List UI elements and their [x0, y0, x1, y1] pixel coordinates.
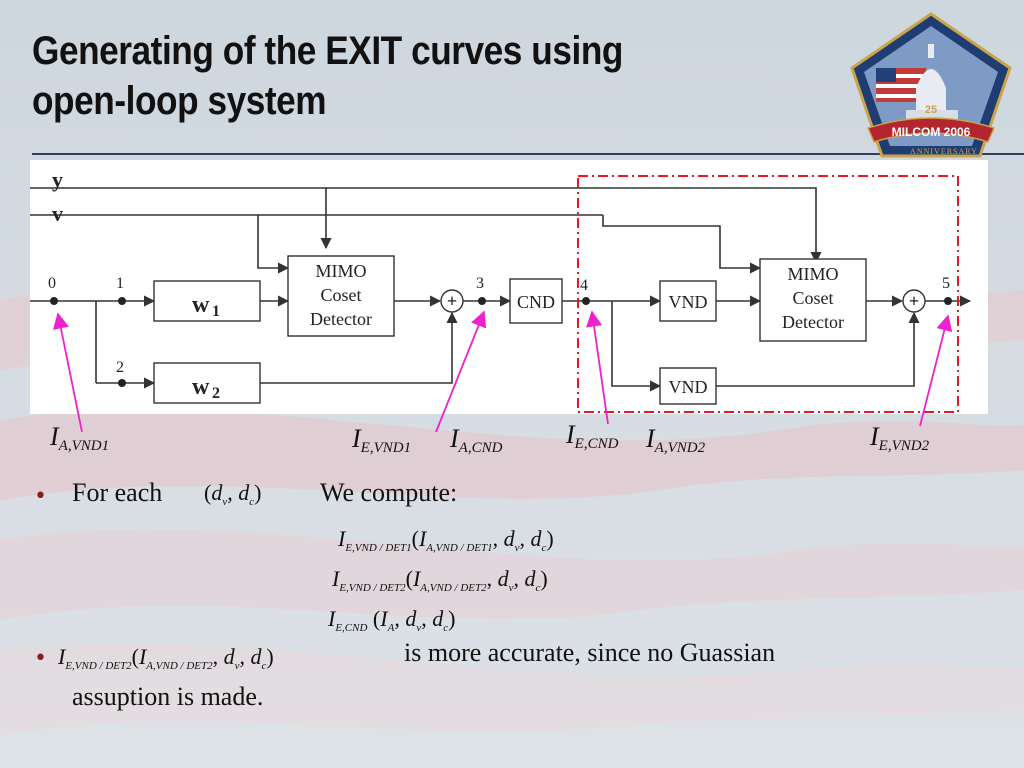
w2-sub: 2	[212, 385, 220, 402]
node-4: 4	[580, 277, 588, 294]
bullet-marker-1: •	[34, 484, 47, 509]
cnd-label: CND	[517, 292, 555, 312]
block-mimo-detector-2	[759, 258, 867, 342]
mimo2-line1: MIMO	[787, 264, 838, 284]
block-vnd-2	[659, 367, 717, 405]
adder-2	[902, 289, 926, 313]
mimo1-line3: Detector	[310, 309, 372, 329]
label-i-a-cnd: IA,CND	[450, 424, 503, 456]
label-i-e-cnd: IE,CND	[566, 420, 619, 452]
node-1: 1	[116, 275, 124, 292]
logo-number: 25	[925, 104, 937, 116]
highlight-box	[577, 175, 959, 413]
w2-label: w	[192, 374, 210, 400]
node-0: 0	[48, 275, 56, 292]
block-vnd-1	[659, 280, 717, 322]
mimo2-line2: Coset	[792, 288, 833, 308]
adder-2-symbol: +	[909, 291, 919, 311]
block-w2	[153, 362, 261, 404]
vnd2-label: VND	[669, 377, 708, 397]
exit-open-loop-diagram: y v 0 1 2 3 4 5 w 1 w 2 MIMO Coset Detec…	[30, 160, 988, 414]
label-i-a-vnd1: IA,VND1	[50, 422, 110, 454]
node-2: 2	[116, 359, 124, 376]
adder-1-symbol: +	[447, 291, 457, 311]
input-v: v	[52, 201, 63, 226]
bullet-1-suffix: We compute:	[320, 478, 458, 507]
title-line-1: Generating of the EXIT curves using	[32, 29, 623, 73]
title-line-2: open-loop system	[32, 79, 327, 123]
equation-det1: IE,VND / DET1(IA,VND / DET1, dv, dc)	[338, 526, 554, 554]
w1-sub: 1	[212, 303, 220, 320]
block-w1	[153, 280, 261, 322]
label-i-e-vnd2: IE,VND2	[870, 422, 930, 454]
mimo1-line1: MIMO	[315, 261, 366, 281]
formula-dv-dc: (dv, dc)	[204, 480, 262, 508]
bullet-1-prefix: For each	[72, 478, 163, 507]
block-mimo-detector-1	[287, 255, 395, 337]
formula-det2-inline: IE,VND / DET2(IA,VND / DET2, dv, dc)	[58, 644, 274, 672]
mimo2-line3: Detector	[782, 312, 844, 332]
mimo1-line2: Coset	[320, 285, 361, 305]
bullet-2-line2: assuption is made.	[72, 682, 264, 711]
label-i-e-vnd1: IE,VND1	[352, 424, 412, 456]
milcom-logo: MILCOM 2006 25 ANNIVERSARY	[850, 12, 1012, 158]
logo-text: MILCOM 2006	[892, 125, 971, 139]
input-y: y	[52, 167, 63, 192]
slide-title: Generating of the EXIT curves using open…	[32, 26, 718, 126]
node-3: 3	[476, 275, 484, 292]
equation-det2: IE,VND / DET2(IA,VND / DET2, dv, dc)	[332, 566, 548, 594]
logo-subtext: ANNIVERSARY	[910, 147, 978, 156]
node-5: 5	[942, 275, 950, 292]
title-rule	[32, 153, 1024, 155]
equation-cnd: IE,CND (IA, dv, dc)	[328, 606, 456, 634]
bullet-marker-2: •	[34, 646, 47, 671]
block-cnd	[509, 278, 563, 324]
bullet-2-text: is more accurate, since no Guassian	[404, 638, 776, 667]
w1-label: w	[192, 292, 210, 318]
label-i-a-vnd2: IA,VND2	[646, 424, 706, 456]
vnd1-label: VND	[669, 292, 708, 312]
